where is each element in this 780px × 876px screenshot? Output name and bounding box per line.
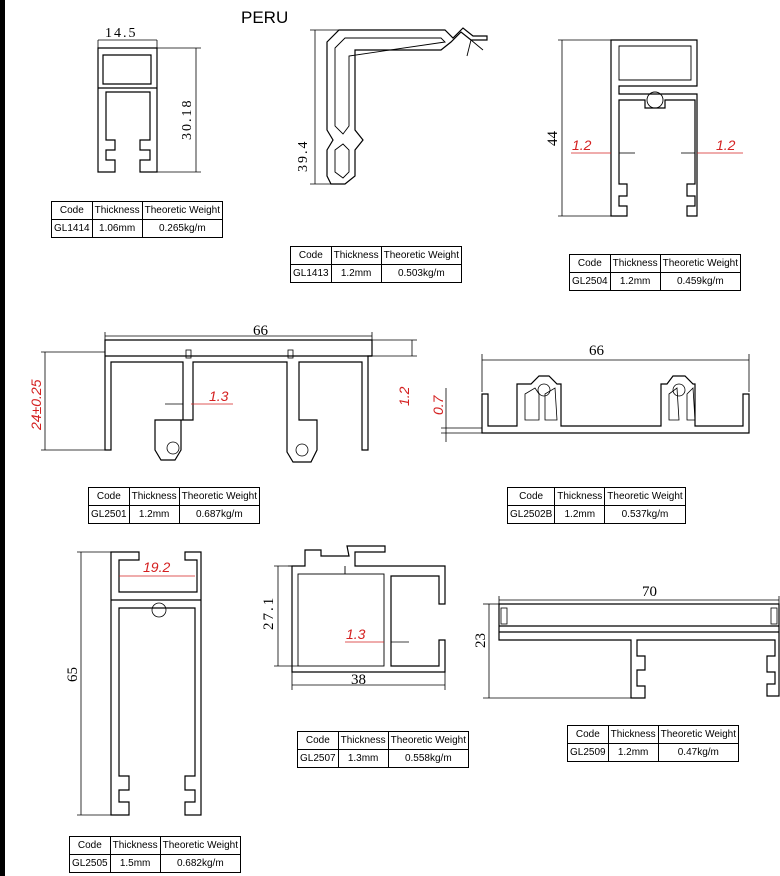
dim-gl2504-wall-left: 1.2 — [572, 137, 592, 153]
header-weight: Theoretic Weight — [178, 487, 261, 506]
cell-thickness: 1.3mm — [337, 749, 389, 768]
profile-gl2501 — [41, 332, 417, 463]
header-weight: Theoretic Weight — [659, 254, 742, 273]
dim-gl2501-height: 24±0.25 — [28, 379, 44, 431]
cell-weight: 0.503kg/m — [380, 264, 463, 283]
cell-code: GL2507 — [297, 749, 339, 768]
profile-gl2504 — [558, 39, 743, 217]
header-weight: Theoretic Weight — [604, 487, 686, 506]
cell-code: GL1413 — [290, 264, 332, 283]
profile-drawings: 14.5 30.18 39.4 44 1.2 1.2 — [28, 26, 780, 816]
header-code: Code — [297, 731, 339, 750]
header-weight: Theoretic Weight — [380, 246, 463, 265]
cell-thickness: 1.2mm — [128, 505, 180, 524]
cell-code: GL2509 — [567, 743, 609, 762]
cell-code: GL1414 — [51, 219, 93, 238]
header-code: Code — [88, 487, 130, 506]
dim-gl2501-wall: 1.3 — [209, 388, 229, 404]
header-thickness: Thickness — [91, 201, 143, 220]
cell-thickness: 1.2mm — [330, 264, 382, 283]
cell-weight: 0.682kg/m — [159, 854, 242, 873]
profile-gl1414 — [97, 39, 201, 173]
header-code: Code — [69, 836, 111, 855]
header-code: Code — [51, 201, 93, 220]
cell-weight: 0.47kg/m — [657, 743, 740, 762]
cell-thickness: 1.2mm — [609, 272, 661, 291]
page-title: PERU — [241, 8, 289, 27]
profile-gl2502b — [441, 354, 750, 442]
header-code: Code — [569, 254, 611, 273]
header-thickness: Thickness — [337, 731, 389, 750]
header-code: Code — [567, 725, 609, 744]
header-thickness: Thickness — [330, 246, 382, 265]
cell-weight: 0.558kg/m — [387, 749, 470, 768]
profile-gl2505 — [77, 551, 202, 816]
cell-weight: 0.687kg/m — [178, 505, 261, 524]
cell-code: GL2504 — [569, 272, 611, 291]
dim-gl2504-wall-right: 1.2 — [716, 137, 736, 153]
profile-gl2507 — [274, 545, 446, 690]
dim-gl1413-height: 39.4 — [296, 140, 311, 173]
header-weight: Theoretic Weight — [141, 201, 224, 220]
header-weight: Theoretic Weight — [159, 836, 242, 855]
cell-thickness: 1.5mm — [109, 854, 161, 873]
dim-gl2504-height: 44 — [545, 131, 561, 147]
cell-code: GL2501 — [88, 505, 130, 524]
cell-weight: 0.265kg/m — [141, 219, 224, 238]
dim-gl2509-height: 23 — [473, 633, 489, 648]
cell-weight: 0.537kg/m — [604, 505, 686, 524]
header-thickness: Thickness — [554, 487, 606, 506]
header-thickness: Thickness — [609, 254, 661, 273]
cell-weight: 0.459kg/m — [659, 272, 742, 291]
dim-gl2501-width: 66 — [253, 323, 269, 339]
dim-gl2502b-width: 66 — [589, 343, 605, 359]
dim-gl2502b-lip: 0.7 — [430, 394, 446, 415]
cell-thickness: 1.06mm — [91, 219, 143, 238]
dim-gl2505-height: 65 — [65, 667, 81, 682]
header-thickness: Thickness — [128, 487, 180, 506]
dim-gl2509-width: 70 — [642, 584, 657, 600]
dim-gl2501-flange: 1.2 — [396, 386, 412, 406]
header-thickness: Thickness — [607, 725, 659, 744]
dim-gl2507-height: 27.1 — [261, 596, 277, 630]
profile-gl1413 — [310, 27, 488, 185]
dim-gl2505-width: 19.2 — [143, 559, 170, 575]
header-thickness: Thickness — [109, 836, 161, 855]
header-code: Code — [290, 246, 332, 265]
dim-gl1414-height: 30.18 — [180, 99, 195, 141]
dim-gl2507-wall: 1.3 — [346, 626, 366, 642]
dim-gl2507-width: 38 — [351, 672, 366, 688]
header-code: Code — [506, 487, 556, 506]
profile-gl2509 — [483, 596, 780, 699]
cell-code: GL2505 — [69, 854, 111, 873]
cell-code: GL2502B — [506, 505, 556, 524]
cell-thickness: 1.2mm — [607, 743, 659, 762]
dim-gl1414-width: 14.5 — [105, 26, 138, 41]
header-weight: Theoretic Weight — [657, 725, 740, 744]
header-weight: Theoretic Weight — [387, 731, 470, 750]
cell-thickness: 1.2mm — [554, 505, 606, 524]
